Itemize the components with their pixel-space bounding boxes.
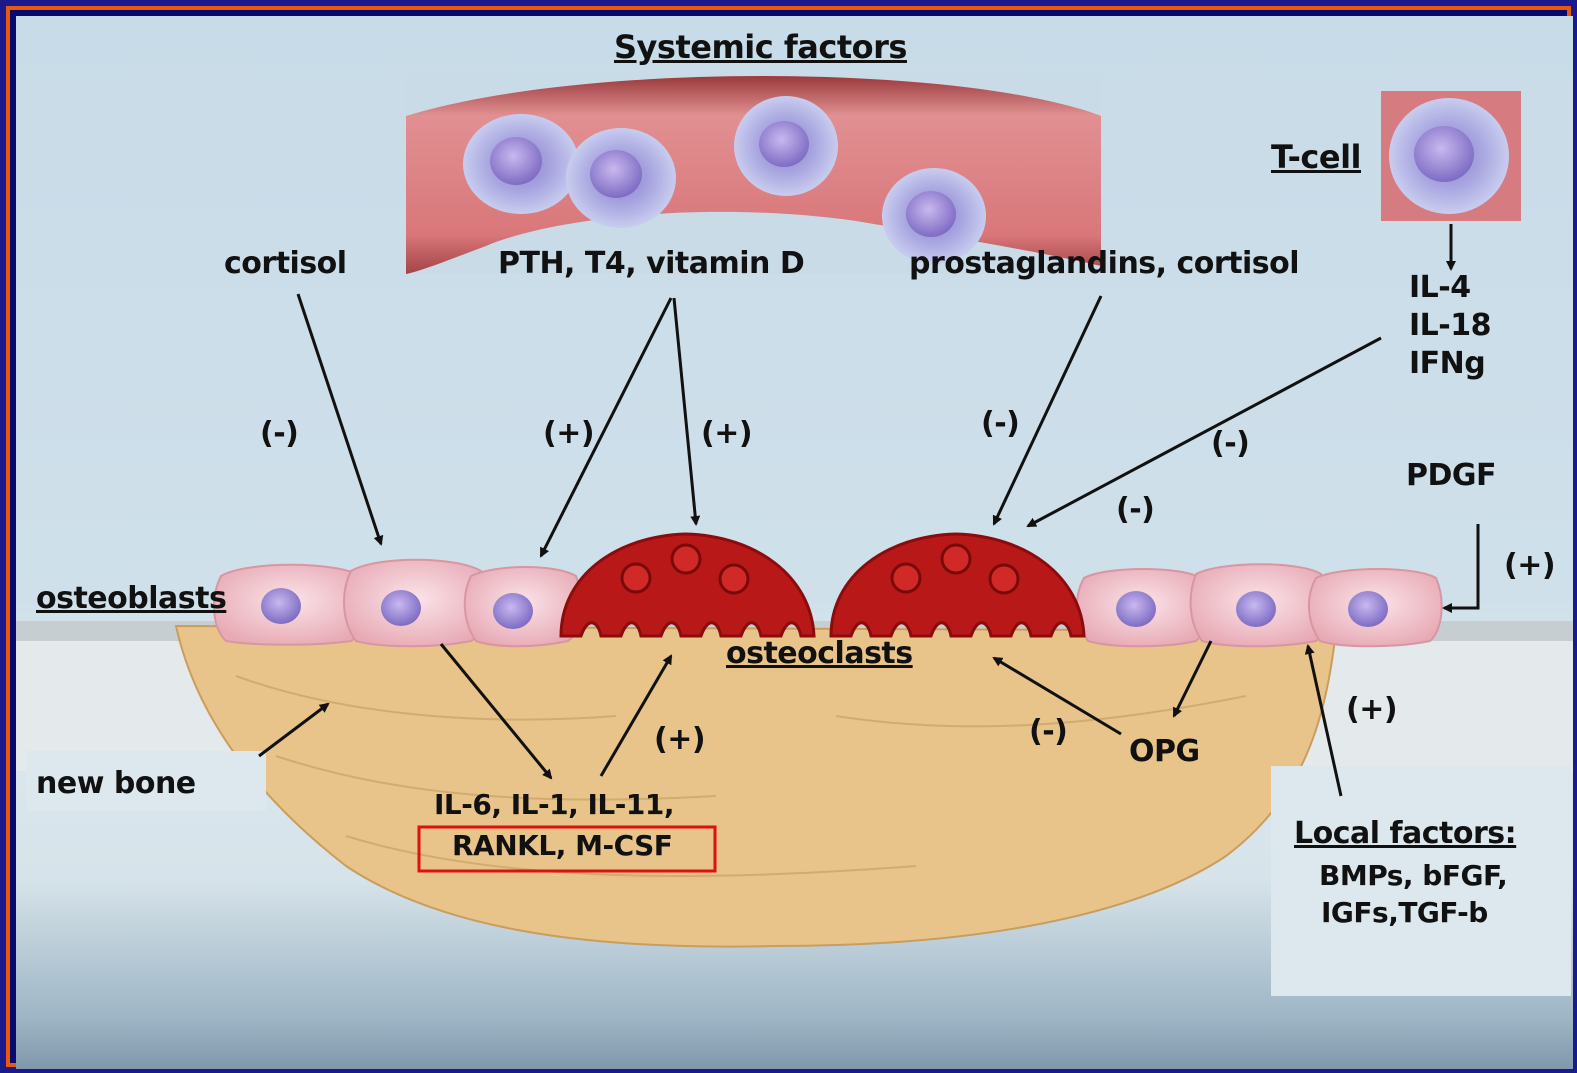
arrow-pth-osteoclast: [674, 298, 696, 524]
cytokines-line-2: RANKL, M-CSF: [452, 829, 672, 862]
osteoblasts-left: [214, 560, 582, 647]
new-bone-pocket: [176, 626, 1336, 947]
cortisol-label: cortisol: [224, 246, 347, 281]
pth-t4-vitamin-d-label: PTH, T4, vitamin D: [498, 246, 804, 281]
prostaglandins-cortisol-label: prostaglandins, cortisol: [909, 246, 1299, 281]
osteoclast-left: [561, 534, 814, 636]
diagram-canvas: Systemic factors T-cell cortisol PTH, T4…: [16, 16, 1573, 1069]
arrow-pdgf: [1444, 524, 1478, 608]
pdgf-label: PDGF: [1406, 458, 1496, 493]
ifng-label: IFNg: [1409, 346, 1485, 381]
osteoblasts-label: osteoblasts: [36, 581, 226, 616]
osteoblasts-right: [1077, 564, 1442, 646]
sign-pth-left: (+): [543, 416, 594, 451]
sign-cytokines: (+): [654, 722, 705, 757]
arrow-cortisol: [298, 294, 381, 544]
new-bone-label: new bone: [36, 766, 196, 801]
local-factors-line-1: BMPs, bFGF,: [1319, 859, 1507, 892]
local-factors-title: Local factors:: [1294, 816, 1516, 851]
t-cell-label: T-cell: [1271, 138, 1361, 176]
osteoclast-right: [831, 534, 1084, 636]
opg-label: OPG: [1129, 734, 1200, 769]
local-factors-line-2: IGFs,TGF-b: [1321, 896, 1488, 929]
cytokines-line-1: IL-6, IL-1, IL-11,: [434, 788, 674, 821]
arrow-tcell-cytokines: [1028, 338, 1381, 526]
sign-cortisol: (-): [260, 416, 298, 451]
sign-pdgf: (+): [1504, 548, 1555, 583]
sign-tcell: (-): [1211, 426, 1249, 461]
sign-prostaglandins: (-): [981, 406, 1019, 441]
systemic-factors-title: Systemic factors: [614, 28, 907, 66]
il4-label: IL-4: [1409, 270, 1471, 305]
sign-pth-right: (+): [701, 416, 752, 451]
il18-label: IL-18: [1409, 308, 1491, 343]
osteoclasts-label: osteoclasts: [726, 636, 913, 671]
sign-opg: (-): [1029, 714, 1067, 749]
sign-tcell-2: (-): [1116, 492, 1154, 527]
sign-local: (+): [1346, 692, 1397, 727]
